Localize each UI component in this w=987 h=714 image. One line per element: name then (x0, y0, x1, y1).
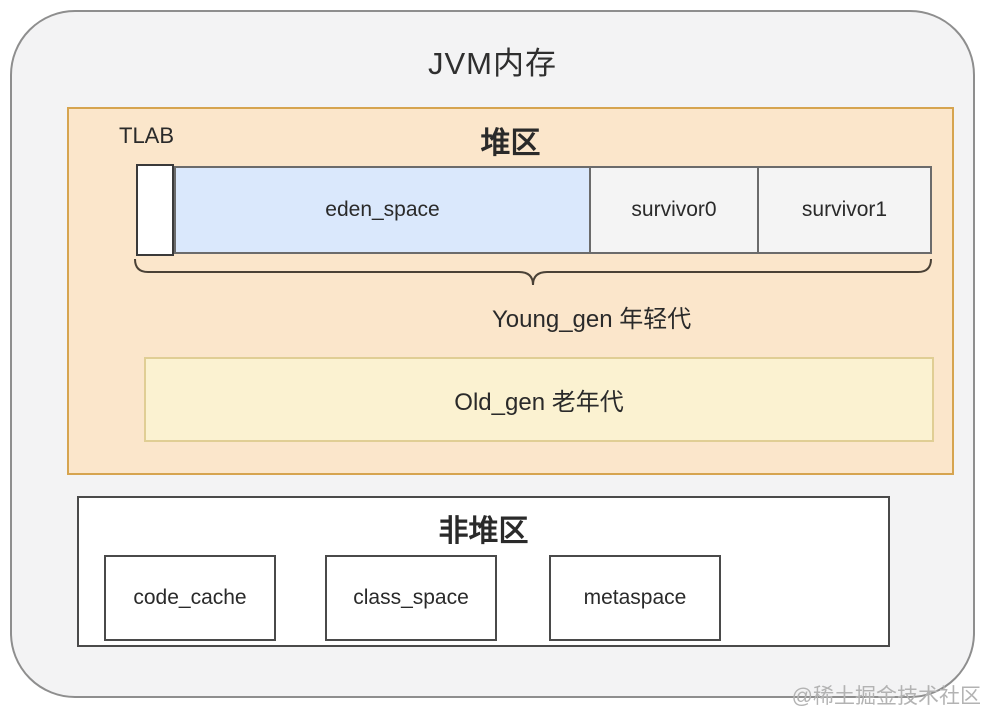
heap-title: 堆区 (480, 127, 541, 160)
code-cache-label: code_cache (133, 586, 247, 609)
young-gen-label: Young_gen 年轻代 (492, 306, 692, 333)
old-gen-label: Old_gen 老年代 (454, 389, 624, 416)
survivor1-segment: survivor1 (757, 166, 932, 254)
survivor0-label: survivor0 (631, 198, 717, 221)
heap-region: 堆区 TLAB eden_space survivor0 survivor1 Y… (67, 107, 954, 475)
diagram-title: JVM内存 (428, 46, 557, 81)
non-heap-region: 非堆区 code_cache class_space metaspace (77, 496, 890, 647)
curly-brace-path (134, 259, 932, 286)
survivor1-label: survivor1 (801, 198, 888, 221)
tlab-box (136, 164, 174, 256)
code-cache-box: code_cache (104, 555, 276, 641)
tlab-label: TLAB (119, 123, 175, 148)
class-space-label: class_space (353, 586, 469, 609)
class-space-box: class_space (325, 555, 497, 641)
survivor0-segment: survivor0 (589, 166, 759, 254)
eden-space-segment: eden_space (174, 166, 591, 254)
metaspace-box: metaspace (549, 555, 721, 641)
metaspace-label: metaspace (583, 586, 687, 609)
jvm-memory-container: JVM内存 堆区 TLAB eden_space survivor0 survi… (10, 10, 975, 698)
non-heap-title: 非堆区 (438, 515, 529, 548)
old-gen-box: Old_gen 老年代 (144, 357, 934, 442)
curly-brace (134, 259, 932, 286)
young-gen-bar: eden_space survivor0 survivor1 (136, 164, 932, 256)
eden-space-label: eden_space (325, 198, 440, 221)
watermark: @稀土掘金技术社区 (791, 685, 981, 708)
